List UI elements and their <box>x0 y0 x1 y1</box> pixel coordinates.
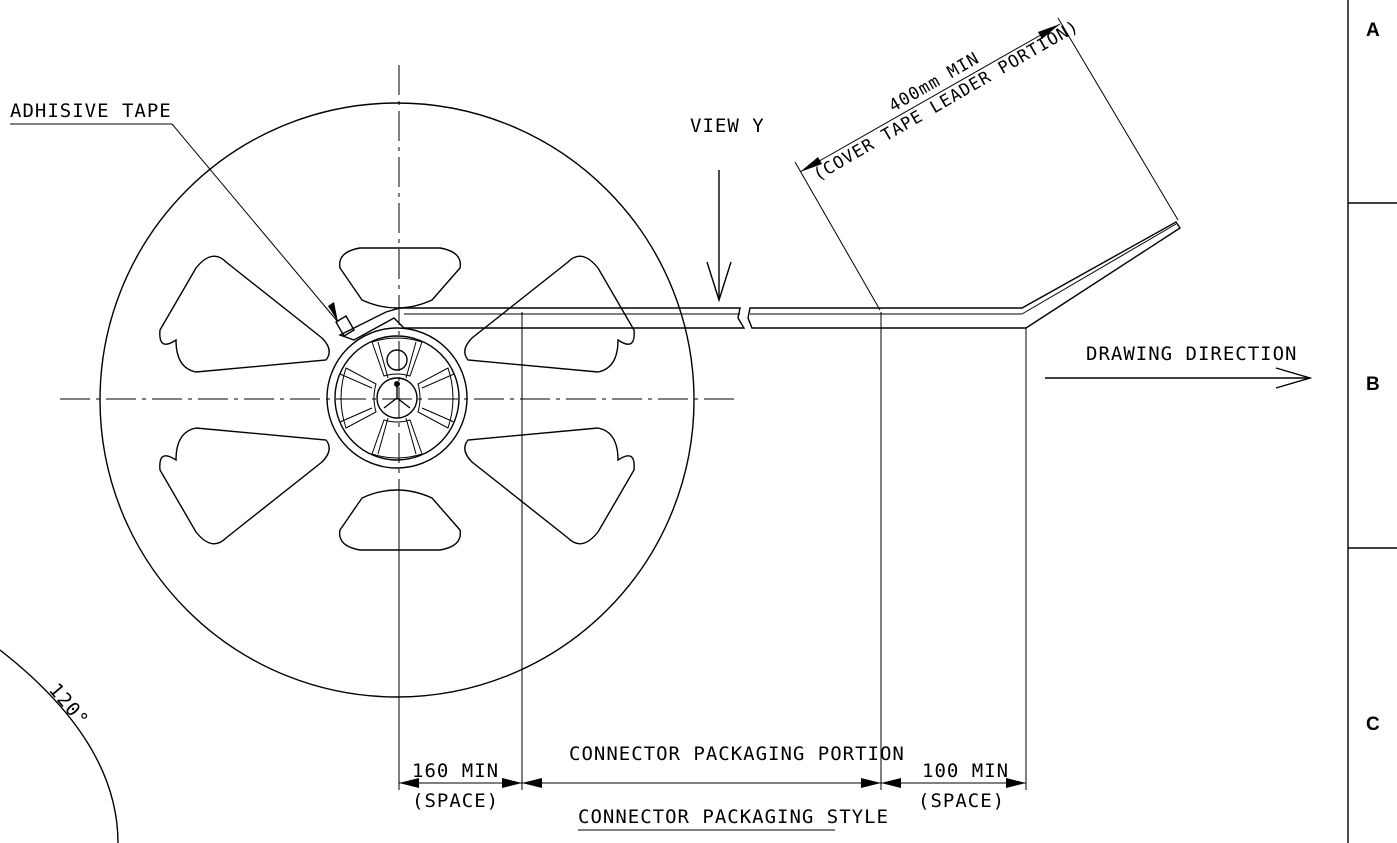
reel-window-upper-right <box>464 255 635 373</box>
connector-portion-label: CONNECTOR PACKAGING PORTION <box>569 743 905 765</box>
drawing-direction-label: DRAWING DIRECTION <box>1086 343 1297 365</box>
dim-160-min-label: 160 MIN <box>412 760 499 782</box>
reel-window-top <box>338 247 462 309</box>
view-y-label: VIEW Y <box>690 115 765 137</box>
zone-label-b: B <box>1366 374 1380 395</box>
zone-label-a: A <box>1366 20 1380 41</box>
bottom-dimensions: 160 MIN (SPACE) CONNECTOR PACKAGING PORT… <box>399 743 1026 812</box>
reel-window-upper-left <box>159 255 330 373</box>
angle-label: 120° <box>44 679 93 731</box>
leader-dimension: 400mm MIN (COVER TAPE LEADER PORTION) <box>794 16 1179 311</box>
zone-label-c: C <box>1366 714 1380 735</box>
drawing-direction-callout: DRAWING DIRECTION <box>1045 343 1313 389</box>
reel-window-bottom <box>338 489 462 551</box>
angle-detail: 120° <box>0 649 119 843</box>
reel-hub <box>326 327 468 469</box>
reel-window-lower-left <box>159 427 330 545</box>
caption-label: CONNECTOR PACKAGING STYLE <box>578 806 889 828</box>
view-y-callout: VIEW Y <box>690 115 765 303</box>
caption: CONNECTOR PACKAGING STYLE <box>578 806 889 831</box>
zone-border: A B C <box>1347 0 1397 843</box>
adhesive-tape-callout: ADHISIVE TAPE <box>10 100 339 323</box>
dim-100-min-label: 100 MIN <box>922 760 1009 782</box>
adhesive-tape-label: ADHISIVE TAPE <box>10 100 172 122</box>
reel-window-lower-right <box>464 427 635 545</box>
dim-100-space-label: (SPACE) <box>918 790 1005 812</box>
reel-outer-flange <box>99 102 695 698</box>
carrier-tape <box>335 221 1181 341</box>
reel <box>60 65 735 740</box>
dim-160-space-label: (SPACE) <box>412 790 499 812</box>
leader-note-label: (COVER TAPE LEADER PORTION) <box>810 16 1083 185</box>
extension-lines <box>398 312 1027 790</box>
